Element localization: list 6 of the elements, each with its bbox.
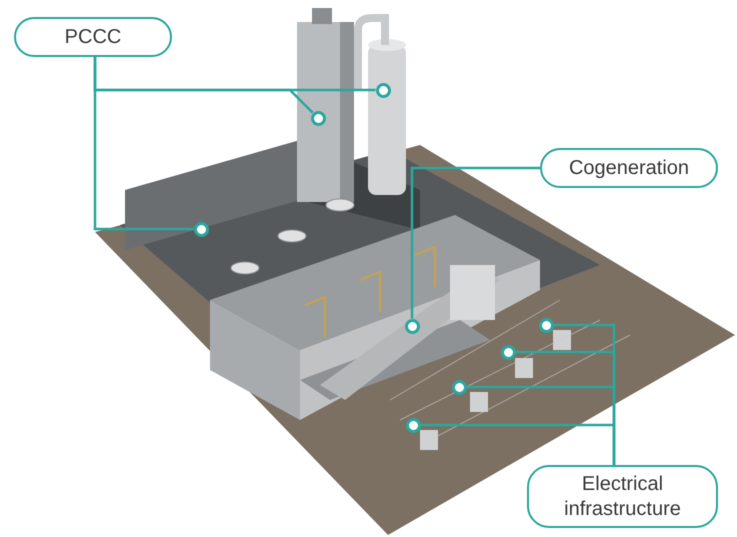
callout-label: PCCC	[14, 17, 172, 57]
leader-line	[420, 424, 616, 465]
callout-label: Cogeneration	[540, 148, 718, 188]
callout-label: Electrical infrastructure	[527, 465, 718, 528]
leader-line	[94, 57, 194, 230]
leader-line	[410, 166, 540, 318]
